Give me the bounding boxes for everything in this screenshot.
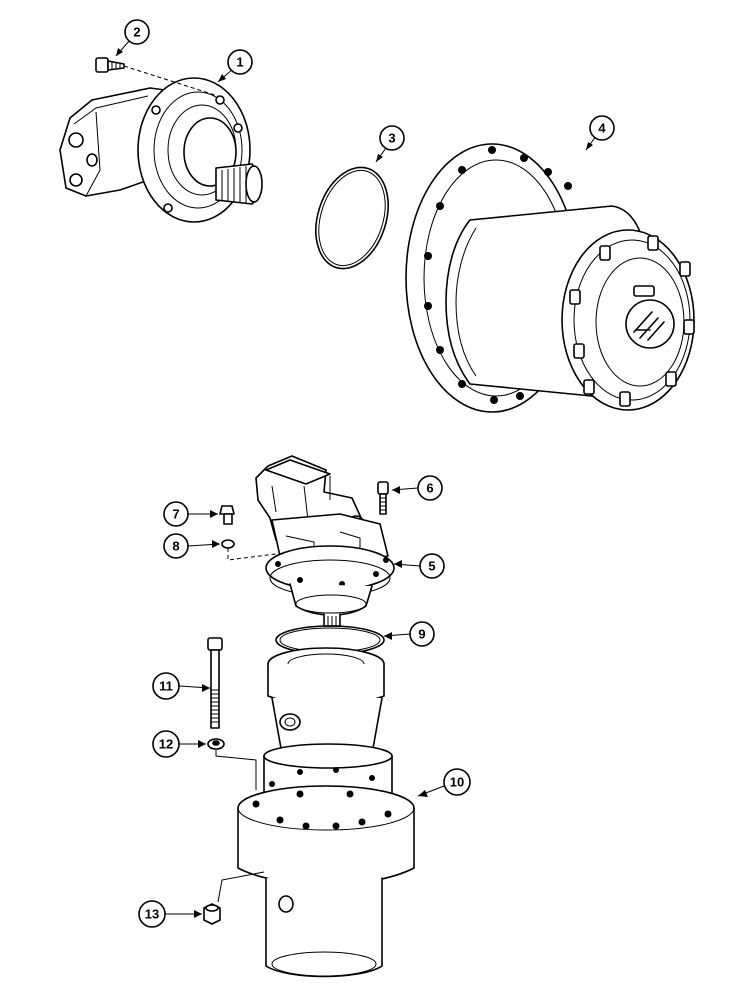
- callout-12-label: 12: [159, 737, 173, 752]
- callout-3: 3: [375, 125, 405, 163]
- part-6-capscrew: [377, 481, 389, 515]
- callout-11-label: 11: [159, 679, 173, 694]
- part-3-o-ring: [315, 166, 389, 270]
- part-2-capscrew: [95, 57, 219, 97]
- callout-4: 4: [585, 115, 615, 151]
- callout-2: 2: [115, 19, 150, 57]
- callout-1: 1: [217, 49, 253, 83]
- callout-13-label: 13: [145, 907, 159, 922]
- callout-6: 6: [391, 475, 443, 501]
- callout-7: 7: [163, 501, 218, 527]
- part-12-washer: [207, 738, 257, 790]
- callout-10-label: 10: [450, 775, 464, 790]
- callout-9: 9: [383, 621, 435, 647]
- callout-12: 12: [152, 730, 206, 758]
- callout-3-label: 3: [388, 131, 395, 146]
- part-10-gear-housing: [237, 647, 415, 978]
- part-7-fitting: [219, 505, 235, 525]
- part-4-final-drive-hub: [405, 143, 695, 413]
- callout-8-label: 8: [172, 539, 179, 554]
- callout-5: 5: [393, 553, 445, 579]
- part-1-hydraulic-motor: [59, 77, 263, 223]
- callout-4-label: 4: [598, 121, 606, 136]
- part-11-long-bolt: [207, 637, 223, 729]
- callout-13: 13: [138, 900, 202, 928]
- callout-9-label: 9: [418, 627, 425, 642]
- callout-5-label: 5: [428, 559, 435, 574]
- callout-7-label: 7: [172, 507, 179, 522]
- callout-10: 10: [417, 768, 471, 797]
- callout-2-label: 2: [133, 25, 140, 40]
- callout-8: 8: [163, 533, 221, 559]
- callout-6-label: 6: [426, 481, 433, 496]
- callout-1-label: 1: [236, 55, 243, 70]
- part-5-gear-motor: [255, 455, 395, 627]
- part-8-washer: [221, 539, 277, 561]
- part-13-nut: [203, 871, 265, 925]
- callout-11: 11: [152, 672, 211, 700]
